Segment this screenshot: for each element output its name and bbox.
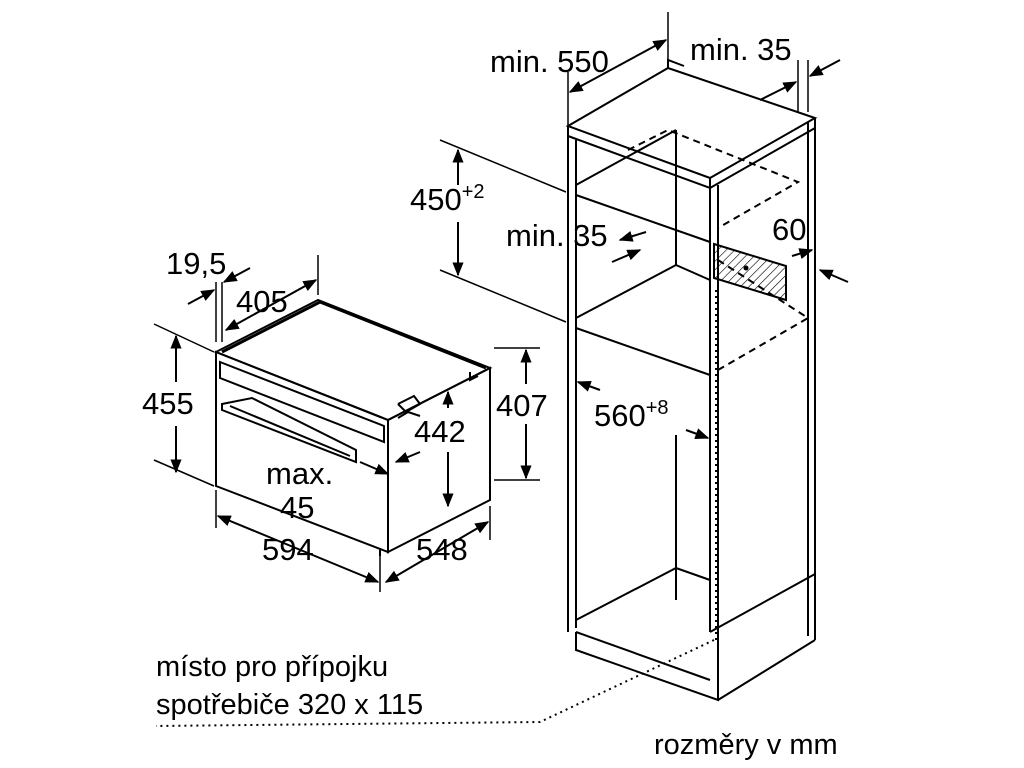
note-connection-line2: spotřebiče 320 x 115 — [156, 689, 423, 721]
label-oven-depth: 548 — [416, 532, 468, 567]
label-niche-width-base: 560 — [594, 398, 646, 433]
label-oven-body-height: 442 — [414, 414, 466, 449]
label-oven-width: 594 — [262, 532, 314, 567]
label-niche-width-tol: +8 — [646, 397, 669, 419]
label-vent: 60 — [772, 212, 806, 247]
vent-block — [713, 242, 787, 302]
cabinet — [565, 58, 818, 702]
note-connection-line1: místo pro přípojku — [156, 651, 388, 683]
label-oven-side-height: 407 — [496, 388, 548, 423]
label-max-value: 45 — [280, 490, 314, 525]
label-niche-height-base: 450 — [410, 182, 462, 217]
label-oven-height: 455 — [142, 386, 194, 421]
label-niche-height-tol: +2 — [462, 181, 485, 203]
label-cab-depth: min. 550 — [490, 44, 609, 79]
label-oven-front: 19,5 — [166, 246, 226, 281]
label-cab-gap-side: min. 35 — [506, 218, 608, 253]
dimension-lines — [153, 12, 849, 727]
note-units: rozměry v mm — [654, 729, 838, 761]
label-max: max. — [266, 456, 333, 491]
label-niche-height: 450+2 — [410, 181, 485, 217]
label-cab-gap-top: min. 35 — [690, 32, 792, 67]
label-niche-width: 560+8 — [594, 397, 669, 433]
label-oven-depth-top: 405 — [236, 284, 288, 319]
